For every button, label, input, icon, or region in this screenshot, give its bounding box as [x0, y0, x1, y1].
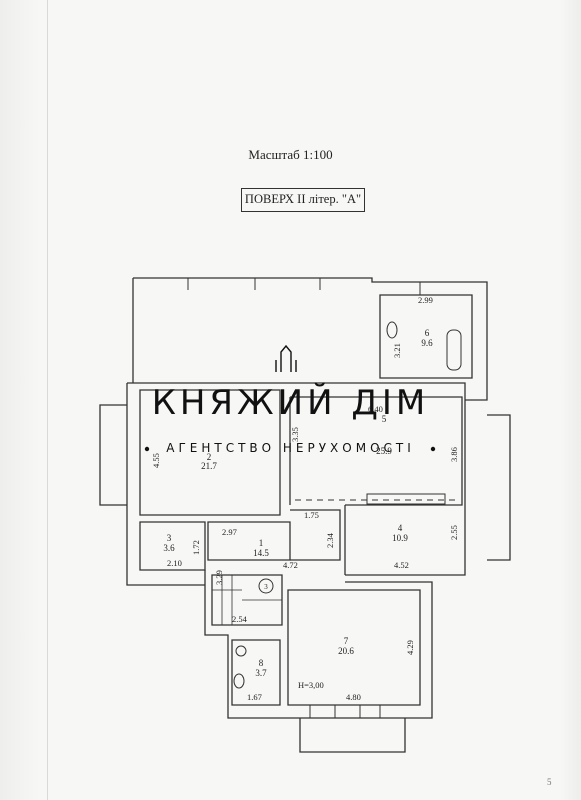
dim-3-21: 3.21 [392, 343, 402, 358]
room-4-area: 10.9 [392, 533, 408, 543]
dim-1-67: 1.67 [247, 692, 262, 702]
stair-number-circle [258, 578, 274, 594]
stair-steps [212, 575, 282, 625]
right-balcony [487, 414, 511, 561]
window-ticks-bottom [309, 705, 381, 718]
watermark-brand: КНЯЖИЙ ДІМ [151, 383, 430, 423]
room-6-number: 6 [425, 328, 430, 338]
dim-2-97: 2.97 [222, 527, 237, 537]
watermark-tagline: АГЕНТСТВО НЕРУХОМОСТІ [166, 441, 415, 455]
room-7-number: 7 [344, 636, 349, 646]
room-2-area: 21.7 [201, 461, 217, 471]
dim-4-29: 4.29 [405, 640, 415, 655]
room-3-area: 3.6 [163, 543, 175, 553]
room-7-area: 20.6 [338, 646, 354, 656]
dim-2-99: 2.99 [418, 295, 433, 305]
built-in-cabinet [366, 493, 446, 505]
room-6-area: 9.6 [421, 338, 433, 348]
page-number: 5 [547, 777, 552, 787]
dim-6-40: 6.40 [368, 404, 383, 414]
room-1-area: 14.5 [253, 548, 269, 558]
room-8-number: 8 [259, 658, 264, 668]
room-1-number: 1 [259, 538, 264, 548]
room-2-walls [139, 389, 281, 516]
toilet-fixture [386, 321, 398, 339]
mid-wall [127, 382, 466, 400]
room-7-walls [287, 589, 421, 706]
outer-wall-right-middle [345, 400, 466, 576]
dim-4-52: 4.52 [394, 560, 409, 570]
dim-3-35: 3.35 [290, 427, 300, 442]
lower-outer-walls [204, 570, 433, 719]
outer-wall-top [133, 277, 488, 401]
dim-2-34: 2.34 [325, 532, 335, 548]
dim-4-80: 4.80 [346, 692, 361, 702]
dim-1-72: 1.72 [191, 540, 201, 555]
outer-wall-left [126, 383, 205, 586]
bathtub-fixture [446, 329, 462, 371]
page-fold-line [47, 0, 48, 800]
dim-2-10: 2.10 [167, 558, 182, 568]
room-6-walls [379, 294, 473, 379]
room-4-number: 4 [398, 523, 403, 533]
dim-4-55: 4.55 [151, 453, 161, 468]
dim-2-54: 2.54 [232, 614, 248, 624]
toilet-fixture-8 [233, 673, 245, 689]
bottom-bay [299, 718, 406, 753]
height-label: H=3,00 [298, 680, 324, 690]
stair-number: 3 [264, 583, 268, 591]
room-8-walls [231, 639, 281, 706]
room-3-number: 3 [167, 533, 172, 543]
stair-well [211, 574, 283, 626]
watermark-tagline-dots [144, 446, 436, 452]
scale-title: Масштаб 1:100 [248, 147, 333, 162]
floor-label-box: ПОВЕРХ II літер. "А" [241, 188, 365, 212]
room-5-walls [290, 396, 463, 506]
room-5-number: 5 [382, 414, 387, 424]
dim-2-55: 2.55 [449, 525, 459, 540]
dim-3-29: 3.29 [214, 570, 224, 585]
room-8-area: 3.7 [255, 668, 267, 678]
room-2-number: 2 [207, 452, 212, 462]
corridor-walls [290, 509, 341, 561]
room-5-area: 25.9 [376, 446, 392, 456]
dim-1-75: 1.75 [304, 510, 319, 520]
dim-3-86: 3.86 [449, 447, 459, 462]
left-balcony [99, 404, 127, 506]
window-ticks-top [187, 278, 421, 295]
dim-4-72: 4.72 [283, 560, 298, 570]
sink-fixture [235, 645, 247, 657]
watermark-logo-icon [275, 344, 297, 372]
room-1-walls [207, 521, 291, 561]
